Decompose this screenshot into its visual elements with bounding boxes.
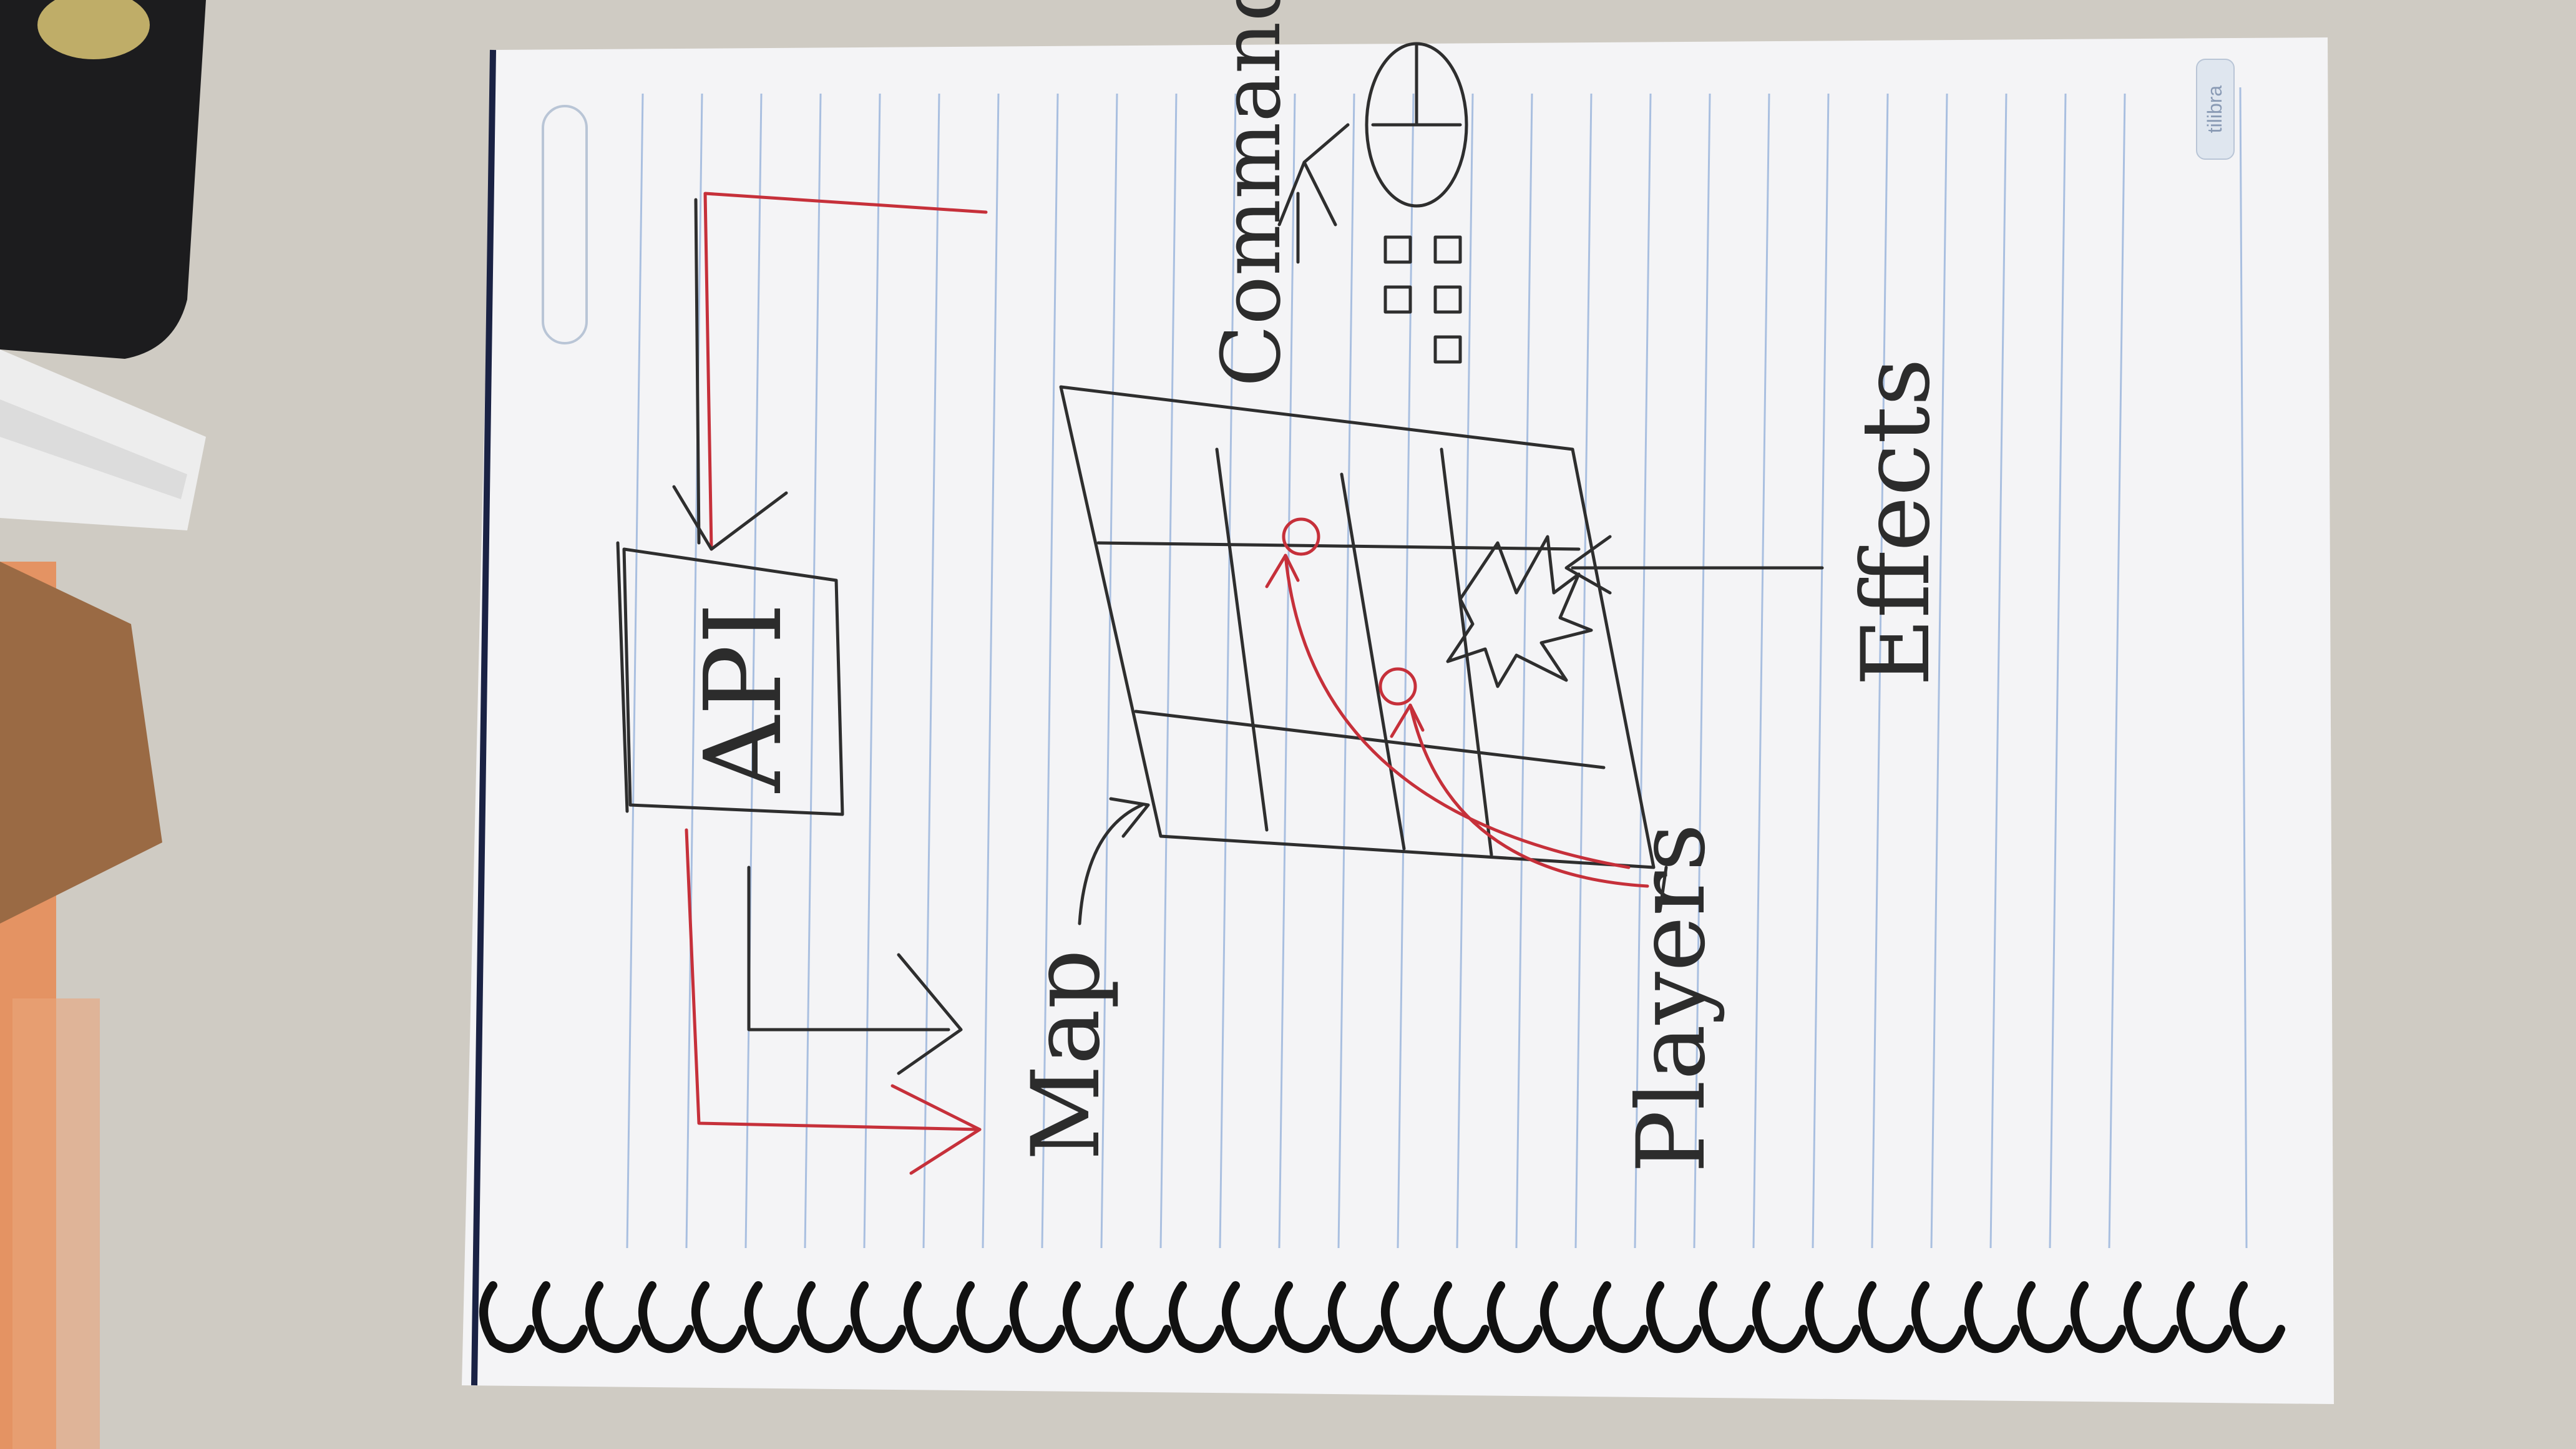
spiral-coil <box>1593 1281 1649 1354</box>
command-buttons <box>1383 235 1462 364</box>
brown-card <box>0 562 162 924</box>
commands-arrow <box>1277 123 1350 264</box>
api-bottom-arrowhead-red <box>890 1084 982 1175</box>
black-device-corner <box>0 0 206 359</box>
spiral-coil <box>2230 1281 2285 1354</box>
api-top-arrowhead <box>672 485 788 551</box>
effects-arrow <box>1564 535 1824 595</box>
ruled-line <box>982 93 1000 1249</box>
ruled-line <box>2108 93 2126 1249</box>
ruled-line <box>1989 93 2008 1249</box>
spiral-coil <box>1116 1281 1171 1354</box>
spiral-coil <box>1911 1281 1967 1354</box>
spiral-coil <box>2017 1281 2073 1354</box>
ruled-line <box>626 93 644 1249</box>
api-top-connector-black <box>694 198 701 545</box>
spiral-coil <box>1487 1281 1543 1354</box>
brand-text: tilibra <box>2203 85 2226 134</box>
ruled-line <box>1041 93 1059 1249</box>
spiral-coil <box>1699 1281 1755 1354</box>
player-marker-2 <box>1378 667 1649 888</box>
ruled-line <box>1693 93 1711 1249</box>
spiral-coil <box>532 1281 588 1354</box>
spiral-coil <box>1222 1281 1277 1354</box>
spiral-coil <box>1540 1281 1596 1354</box>
brand-label: tilibra <box>2196 59 2235 160</box>
spiral-coil <box>1063 1281 1118 1354</box>
players-label: Players <box>1617 823 1726 1173</box>
ruled-line <box>1159 93 1178 1249</box>
commands-label: Commands <box>1204 0 1299 387</box>
ruled-line <box>1871 93 1889 1249</box>
ruled-line <box>1515 93 1533 1249</box>
paper-stack <box>0 349 206 530</box>
ruled-line <box>1100 93 1118 1249</box>
orange-pen <box>0 562 100 1449</box>
ruled-line <box>863 93 881 1249</box>
map-arrow <box>1078 797 1150 925</box>
date-box <box>542 105 588 344</box>
ruled-line <box>1574 93 1593 1249</box>
players-arrow <box>1658 866 1668 913</box>
api-bottom-connector-black <box>747 866 950 1032</box>
api-label: API <box>682 603 806 793</box>
ruled-line <box>1278 93 1296 1249</box>
ruled-line <box>1930 93 1948 1249</box>
api-bottom-arrowhead <box>897 953 963 1075</box>
spiral-coil <box>1752 1281 1808 1354</box>
margin-line <box>2239 87 2248 1249</box>
ruled-line <box>1219 93 1237 1249</box>
spiral-coil <box>1964 1281 2020 1354</box>
ruled-line <box>1812 93 1830 1249</box>
spiral-coil <box>2124 1281 2179 1354</box>
spiral-coil <box>1328 1281 1383 1354</box>
spiral-coil <box>798 1281 853 1354</box>
spiral-coil <box>1381 1281 1437 1354</box>
ruled-line <box>744 93 763 1249</box>
spiral-coil <box>1169 1281 1224 1354</box>
spiral-coil <box>1805 1281 1861 1354</box>
spiral-coil <box>1858 1281 1914 1354</box>
effect-star <box>1446 535 1593 688</box>
map-label: Map <box>1012 949 1121 1161</box>
spiral-coil <box>2071 1281 2126 1354</box>
spiral-coil <box>851 1281 906 1354</box>
ruled-line <box>804 93 822 1249</box>
spiral-coil <box>1010 1281 1065 1354</box>
api-bottom-connector <box>685 828 982 1131</box>
spiral-coil <box>2177 1281 2232 1354</box>
spiral-coil <box>638 1281 694 1354</box>
ruled-line <box>1456 93 1474 1249</box>
ruled-line <box>1634 93 1652 1249</box>
api-top-connector <box>703 192 988 551</box>
spiral-coil <box>585 1281 641 1354</box>
ruled-line <box>1337 93 1355 1249</box>
spiral-coil <box>744 1281 800 1354</box>
notebook-page <box>462 37 2334 1404</box>
ruled-line <box>1752 93 1770 1249</box>
ruled-line <box>685 93 703 1249</box>
spiral-coil <box>1434 1281 1490 1354</box>
spiral-binding <box>479 1281 2285 1354</box>
player-marker-1 <box>1265 517 1631 869</box>
spiral-coil <box>957 1281 1012 1354</box>
map-grid <box>1059 385 1656 869</box>
spiral-coil <box>479 1281 535 1354</box>
spiral-coil <box>1275 1281 1330 1354</box>
spiral-coil <box>1646 1281 1702 1354</box>
spiral-coil <box>691 1281 747 1354</box>
spiral-coil <box>904 1281 959 1354</box>
ruled-line <box>2049 93 2067 1249</box>
mouse-icon <box>1365 42 1468 208</box>
api-box <box>616 541 844 816</box>
effects-label: Effects <box>1842 358 1951 686</box>
